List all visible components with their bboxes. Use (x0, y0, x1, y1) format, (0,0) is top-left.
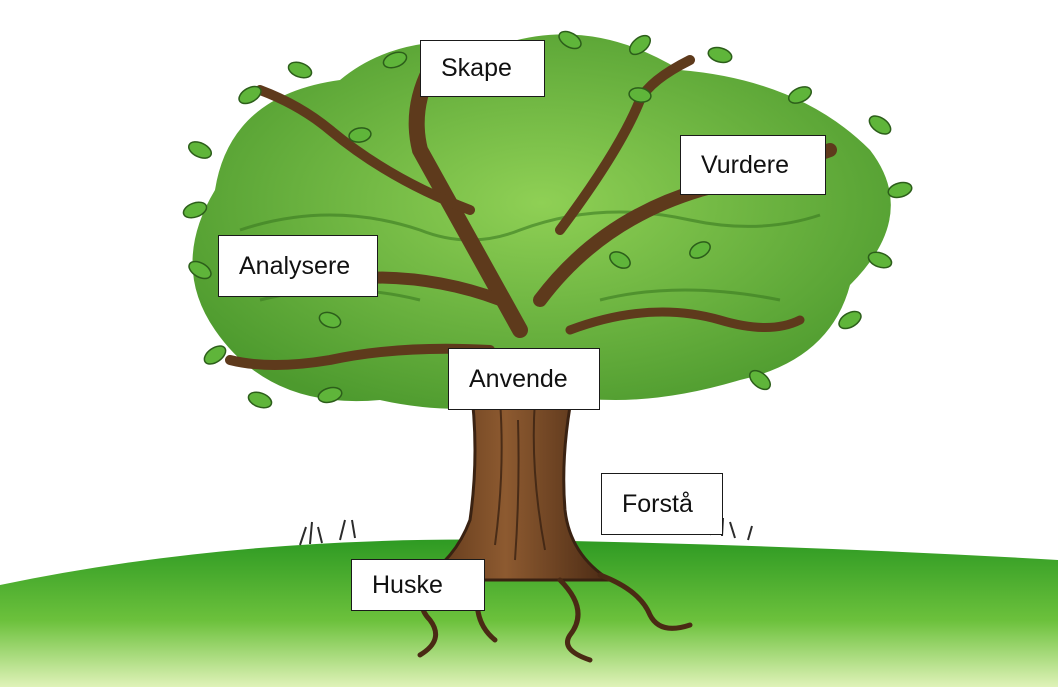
label-anvende: Anvende (448, 348, 600, 410)
label-huske: Huske (351, 559, 485, 611)
label-vurdere: Vurdere (680, 135, 826, 195)
label-forsta: Forstå (601, 473, 723, 535)
grass-hill (0, 539, 1058, 687)
label-analysere: Analysere (218, 235, 378, 297)
label-skape: Skape (420, 40, 545, 97)
leaves (182, 30, 913, 409)
